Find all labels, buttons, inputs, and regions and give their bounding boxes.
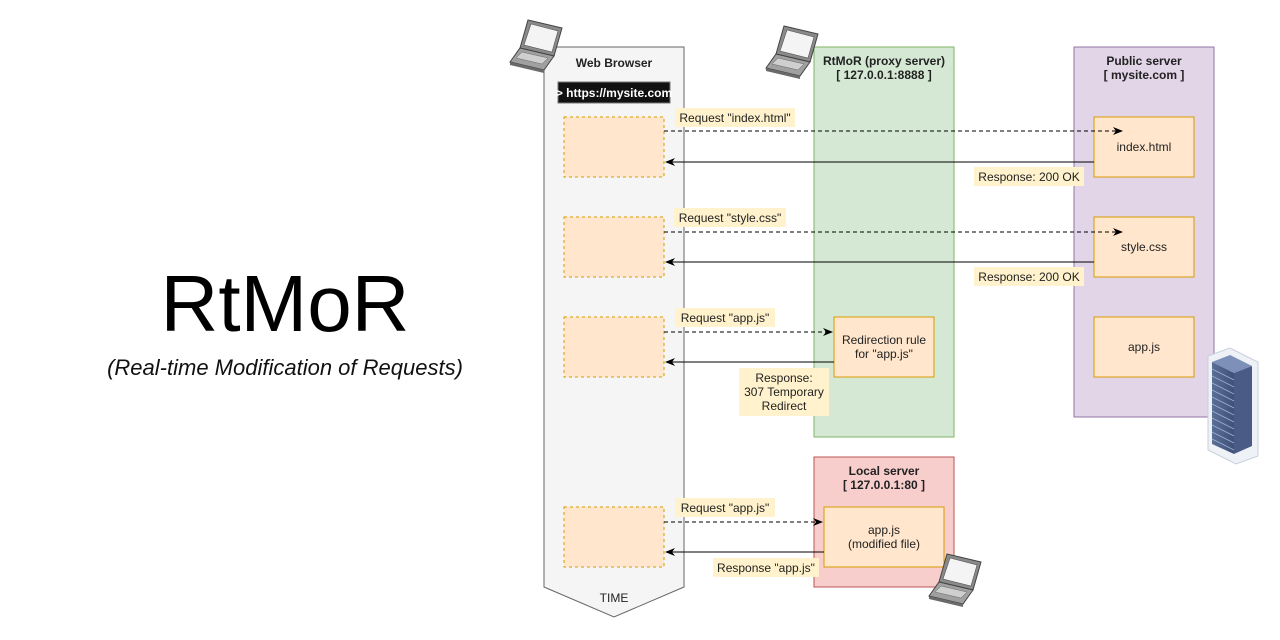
label-bg-req-index: [675, 108, 795, 127]
app-subtitle: (Real-time Modification of Requests): [107, 355, 463, 380]
label-bg-req-app-2: [675, 498, 775, 517]
label-response-redirect-line1: Response:: [755, 371, 812, 385]
url-bar: [557, 81, 671, 104]
resource-index-label: index.html: [1117, 140, 1172, 154]
proxy-lane: [813, 46, 955, 438]
proxy-label-line1: RtMoR (proxy server): [823, 54, 945, 68]
label-bg-resp-index: [974, 167, 1084, 186]
label-request-style: Request "style.css": [679, 211, 782, 225]
proxy-label-line2: [ 127.0.0.1:8888 ]: [836, 68, 931, 82]
modified-app-js-box: [823, 506, 945, 568]
rule-line1: Redirection rule: [842, 333, 926, 347]
label-request-app-1: Request "app.js": [681, 311, 770, 325]
label-bg-resp-redirect: [739, 368, 829, 416]
laptop-icon-proxy: [765, 25, 819, 79]
server-rack-icon: [1207, 347, 1259, 465]
label-bg-resp-style: [974, 267, 1084, 286]
public-label-line1: Public server: [1106, 54, 1182, 68]
modified-line1: app.js: [868, 523, 900, 537]
browser-activation-2: [563, 216, 665, 278]
label-request-app-2: Request "app.js": [681, 501, 770, 515]
time-label: TIME: [600, 591, 629, 605]
resource-app-label: app.js: [1128, 340, 1160, 354]
resource-index-html: [1093, 116, 1195, 178]
browser-activation-1: [563, 116, 665, 178]
browser-activation-3: [563, 316, 665, 378]
resource-app-js: [1093, 316, 1195, 378]
label-response-app: Response "app.js": [717, 561, 815, 575]
label-response-index: Response: 200 OK: [978, 170, 1079, 184]
browser-activation-4: [563, 506, 665, 568]
modified-line2: (modified file): [848, 537, 920, 551]
app-title: RtMoR: [160, 259, 410, 348]
rule-line2: for "app.js": [855, 347, 913, 361]
browser-label: Web Browser: [576, 56, 653, 70]
label-response-redirect-line3: Redirect: [762, 399, 807, 413]
label-bg-resp-app: [713, 558, 819, 577]
laptop-icon-local: [928, 553, 982, 607]
redirection-rule-box: [833, 316, 935, 378]
label-request-index: Request "index.html": [679, 111, 790, 125]
label-bg-req-style: [674, 208, 786, 227]
laptop-icon-browser: [509, 19, 563, 73]
local-label-line2: [ 127.0.0.1:80 ]: [843, 478, 925, 492]
label-response-redirect-line2: 307 Temporary: [744, 385, 824, 399]
label-response-style: Response: 200 OK: [978, 270, 1079, 284]
public-label-line2: [ mysite.com ]: [1104, 68, 1185, 82]
resource-style-label: style.css: [1121, 240, 1167, 254]
label-bg-req-app-1: [675, 308, 775, 327]
local-label-line1: Local server: [849, 464, 920, 478]
resource-style-css: [1093, 216, 1195, 278]
url-text: > https://mysite.com: [556, 86, 672, 100]
